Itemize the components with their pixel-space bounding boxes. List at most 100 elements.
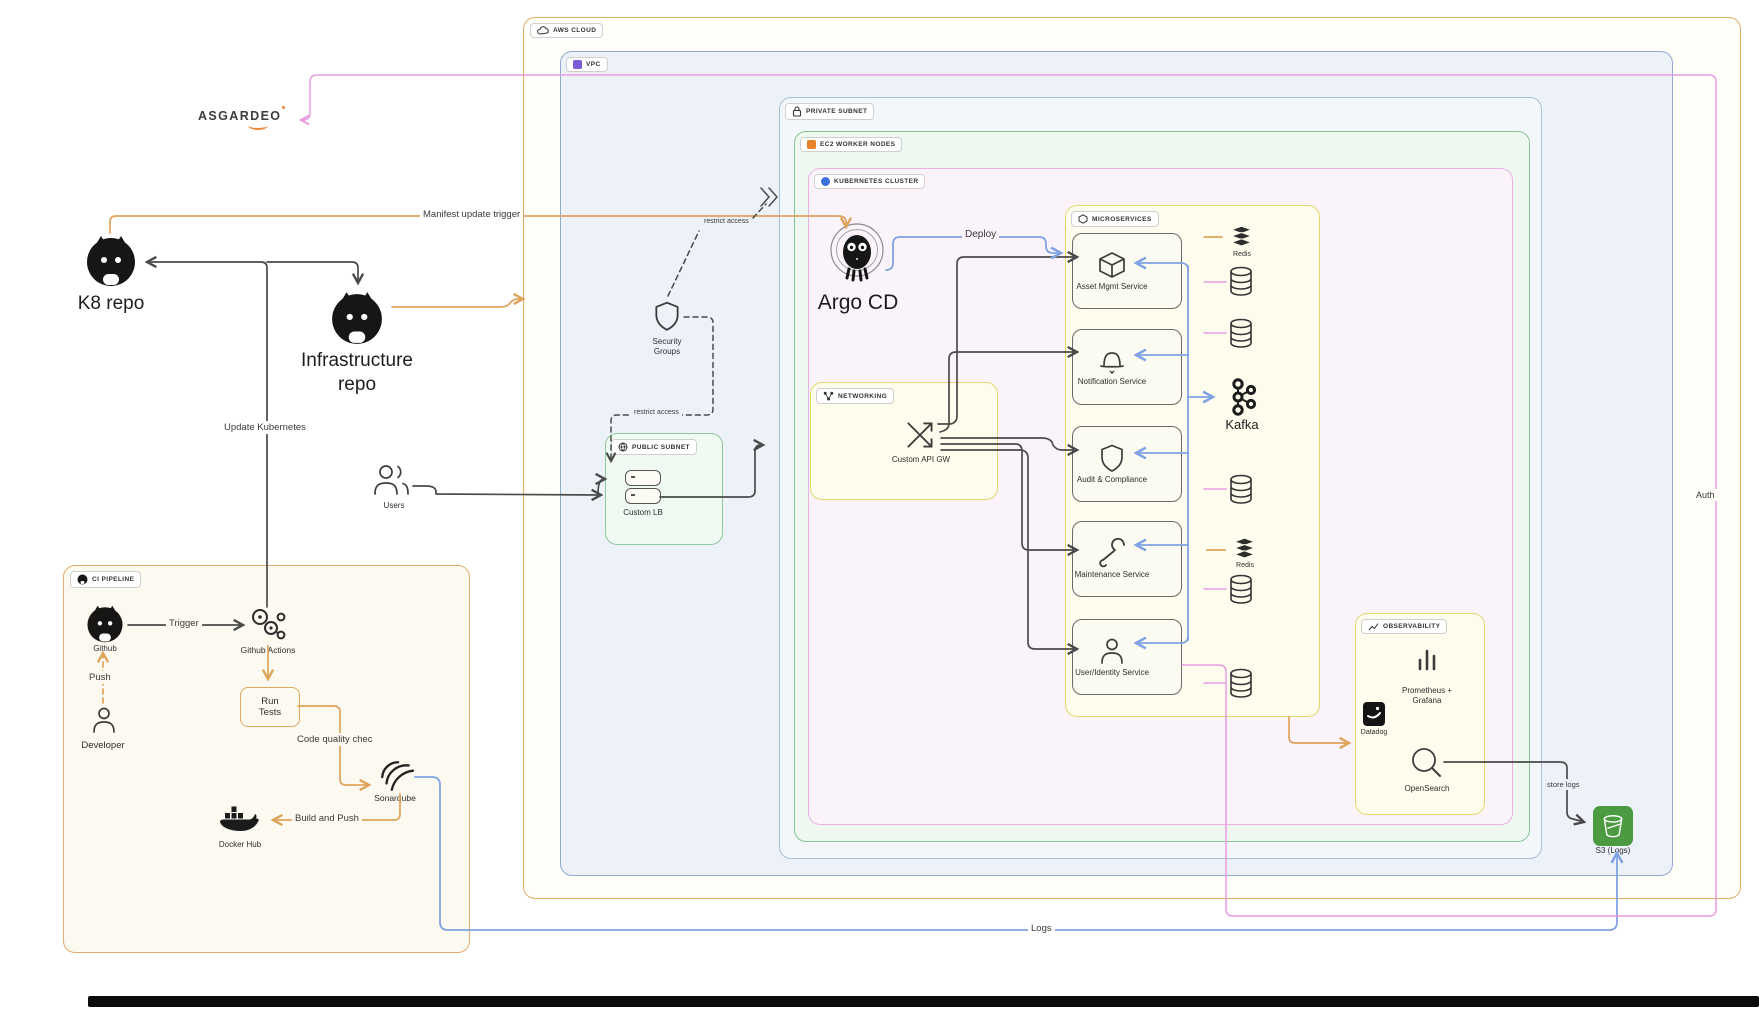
build-and-push-label: Build and Push [292, 812, 362, 825]
datadog-label: Datadog [1360, 729, 1388, 736]
public-subnet-label: PUBLIC SUBNET [611, 439, 697, 455]
restrict-access-top-label: restrict access [701, 217, 752, 226]
update-kubernetes-label: Update Kubernetes [221, 421, 309, 434]
api-gateway-label: Custom API GW [891, 455, 951, 464]
ec2-label-text: EC2 WORKER NODES [820, 141, 896, 148]
s3-label: S3 (Logs) [1595, 846, 1631, 855]
opensearch-label: OpenSearch [1404, 784, 1450, 793]
api-gateway-icon [903, 416, 939, 459]
person-icon [1101, 638, 1123, 664]
microservices-label: MICROSERVICES [1071, 211, 1159, 227]
private-subnet-label: PRIVATE SUBNET [785, 103, 875, 120]
chart-line-icon [1368, 623, 1379, 631]
hexagon-icon [1078, 214, 1088, 224]
kafka-icon [1225, 378, 1259, 421]
observability-label-text: OBSERVABILITY [1383, 623, 1441, 630]
trigger-label: Trigger [166, 617, 202, 630]
aws-cloud-label-text: AWS CLOUD [553, 27, 597, 34]
maintenance-label: Maintenance Service [1074, 570, 1150, 579]
datadog-icon [1362, 701, 1386, 732]
network-nodes-icon [823, 391, 834, 401]
database-icon [1228, 474, 1254, 510]
vpc-label: VPC [566, 57, 608, 72]
s3-bucket-icon [1593, 806, 1633, 846]
github-icon [86, 604, 124, 649]
database-icon [1228, 266, 1254, 302]
developer-label: Developer [81, 740, 125, 751]
asgardeo-swoosh-icon [248, 121, 268, 130]
security-groups-label: Security Groups [652, 337, 682, 356]
ci-pipeline-label: CI PIPELINE [70, 571, 142, 588]
private-subnet-label-text: PRIVATE SUBNET [806, 108, 868, 115]
sonarqube-label: Sonarqube [374, 793, 416, 803]
database-icon [1228, 574, 1254, 610]
logs-label: Logs [1028, 922, 1055, 935]
kubernetes-label-text: KUBERNETES CLUSTER [834, 178, 919, 185]
argo-cd-label: Argo CD [817, 291, 899, 314]
maintenance-service-node: Maintenance Service [1072, 521, 1182, 597]
asgardeo-text: ASGARDEO [198, 109, 282, 123]
audit-compliance-label: Audit & Compliance [1076, 475, 1148, 484]
security-groups-icon [651, 297, 683, 340]
cube-icon [1099, 252, 1125, 278]
redis-top-label: Redis [1233, 251, 1251, 258]
ec2-worker-nodes-label: EC2 WORKER NODES [800, 137, 903, 152]
lock-icon [792, 106, 802, 117]
vpc-label-text: VPC [586, 61, 601, 68]
docker-hub-label: Docker Hub [218, 840, 262, 849]
redis-icon [1228, 224, 1255, 254]
github-icon [77, 574, 88, 585]
deploy-label: Deploy [962, 228, 1000, 241]
notification-service-node: Notification Service [1072, 329, 1182, 405]
load-balancer-slot [625, 488, 661, 504]
networking-label-text: NETWORKING [838, 392, 888, 400]
auth-label: Auth [1693, 489, 1718, 501]
users-icon [372, 464, 414, 503]
vpc-icon [573, 60, 582, 69]
asgardeo-dot-icon [282, 106, 285, 109]
asset-mgmt-label: Asset Mgmt Service [1076, 282, 1148, 291]
microservices-label-text: MICROSERVICES [1092, 215, 1152, 223]
restrict-access-mid-label: restrict access [631, 408, 682, 417]
asset-mgmt-service-node: Asset Mgmt Service [1072, 233, 1182, 309]
shield-icon [1101, 444, 1123, 472]
docker-icon [218, 804, 260, 841]
ci-pipeline-label-text: CI PIPELINE [92, 576, 135, 583]
manifest-update-trigger-label: Manifest update trigger [420, 208, 524, 221]
asgardeo-logo: ASGARDEO [198, 107, 281, 125]
user-identity-label: User/Identity Service [1075, 668, 1149, 677]
observability-label: OBSERVABILITY [1361, 619, 1448, 634]
kubernetes-icon [821, 177, 830, 186]
store-logs-label: store logs [1544, 779, 1583, 790]
audit-compliance-node: Audit & Compliance [1072, 426, 1182, 502]
database-icon [1228, 668, 1254, 704]
run-tests-label: Run Tests [258, 695, 282, 718]
wrench-icon [1099, 538, 1125, 568]
custom-lb-label: Custom LB [623, 508, 663, 517]
public-subnet-label-text: PUBLIC SUBNET [632, 443, 690, 451]
github-repo-icon [85, 234, 137, 293]
infrastructure-repo-label: Infrastructure repo [301, 350, 413, 395]
networking-label: NETWORKING [816, 388, 895, 404]
globe-icon [618, 442, 628, 452]
github-actions-label: Github Actions [240, 645, 296, 655]
github-actions-icon [250, 607, 286, 648]
cloud-icon [537, 26, 549, 35]
k8-repo-label: K8 repo [77, 293, 145, 314]
database-icon [1228, 318, 1254, 354]
opensearch-icon [1410, 746, 1444, 785]
redis-mid-label: Redis [1236, 562, 1254, 569]
users-label: Users [383, 501, 405, 510]
aws-cloud-label: AWS CLOUD [530, 23, 604, 38]
kubernetes-cluster-label: KUBERNETES CLUSTER [814, 174, 926, 189]
code-quality-check-label: Code quality chec [294, 733, 376, 746]
prometheus-grafana-icon [1412, 646, 1442, 677]
ec2-icon [807, 140, 816, 149]
github-repo-icon [330, 290, 384, 351]
load-balancer-slot [625, 470, 661, 486]
notification-label: Notification Service [1077, 377, 1147, 386]
bell-icon [1100, 352, 1124, 374]
github-label: Github [93, 644, 117, 653]
bottom-bar [88, 996, 1759, 1007]
